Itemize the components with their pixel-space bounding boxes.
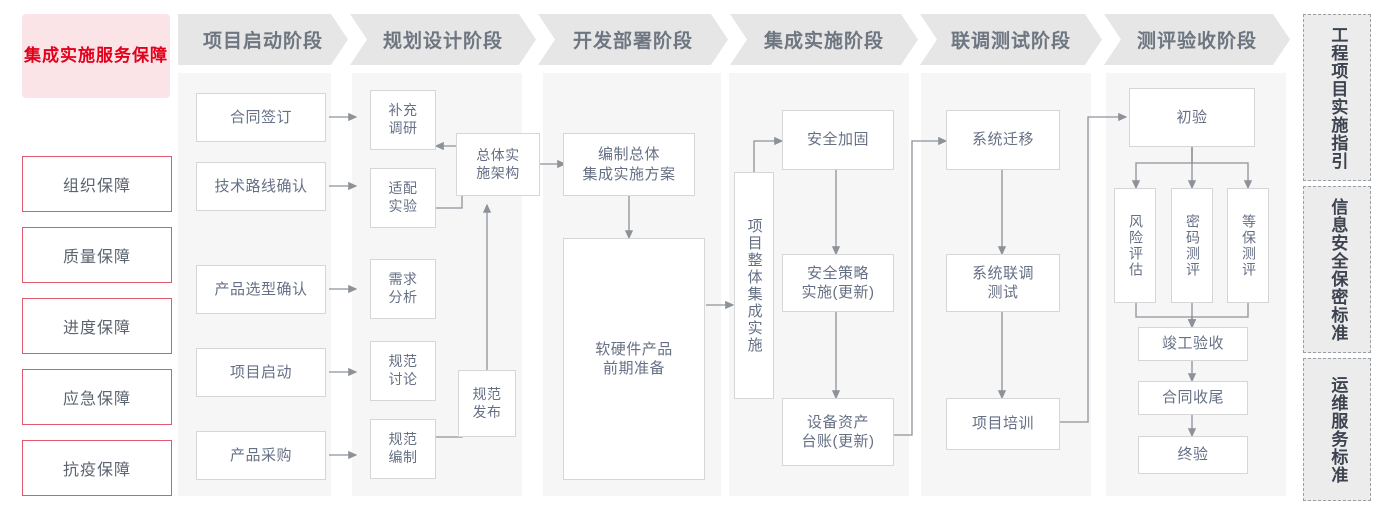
node-overall-integration-plan[interactable]: 编制总体 集成实施方案 bbox=[563, 133, 695, 196]
node-label-line-2: 台账(更新) bbox=[801, 433, 875, 450]
node-label: 等保测评 bbox=[1240, 213, 1257, 278]
node-label-line-1: 规范 bbox=[388, 353, 418, 370]
guarantee-title-line-1: 集成实施 bbox=[24, 45, 96, 65]
phase-header-4[interactable]: 集成实施阶段 bbox=[730, 14, 918, 65]
node-final-acceptance[interactable]: 终验 bbox=[1138, 436, 1248, 474]
node-label-line-1: 安全策略 bbox=[806, 264, 869, 282]
node-contract-closeout[interactable]: 合同收尾 bbox=[1138, 381, 1248, 415]
node-label-line-1: 适配 bbox=[388, 180, 418, 197]
phase-header-3[interactable]: 开发部署阶段 bbox=[538, 14, 728, 65]
standard-operations-service[interactable]: 运维服务标准 bbox=[1303, 358, 1371, 501]
node-standard-drafting[interactable]: 规范 编制 bbox=[370, 419, 436, 479]
node-label: 技术路线确认 bbox=[214, 177, 308, 195]
node-label-line-1: 规范 bbox=[388, 431, 418, 448]
node-label-line-2: 前期准备 bbox=[602, 360, 665, 377]
node-standard-discussion[interactable]: 规范 讨论 bbox=[370, 341, 436, 401]
node-label-line-2: 调研 bbox=[388, 120, 418, 136]
node-label: 产品选型确认 bbox=[214, 280, 308, 298]
node-security-policy-implementation[interactable]: 安全策略 实施(更新) bbox=[782, 254, 894, 312]
standard-label: 信息安全保密标准 bbox=[1328, 197, 1348, 342]
node-standard-release[interactable]: 规范 发布 bbox=[458, 370, 516, 437]
node-label-line-1: 系统联调 bbox=[971, 264, 1034, 282]
node-hardware-software-preparation[interactable]: 软硬件产品 前期准备 bbox=[563, 238, 705, 480]
node-label-line-1: 设备资产 bbox=[806, 413, 869, 431]
guarantee-item-label: 应急保障 bbox=[62, 391, 131, 408]
phase-header-1[interactable]: 项目启动阶段 bbox=[178, 14, 348, 65]
node-label: 项目培训 bbox=[971, 415, 1034, 433]
node-label-line-2: 编制 bbox=[388, 449, 418, 465]
guarantee-item-label: 进度保障 bbox=[62, 320, 131, 337]
node-label-line-2: 发布 bbox=[472, 403, 502, 420]
guarantee-panel-title: 集成实施 服务保障 bbox=[22, 14, 170, 98]
guarantee-item-organization[interactable]: 组织保障 bbox=[22, 156, 172, 212]
phase-header-5[interactable]: 联调测试阶段 bbox=[920, 14, 1102, 65]
node-completion-acceptance[interactable]: 竣工验收 bbox=[1138, 327, 1248, 361]
node-label-line-2: 测试 bbox=[987, 284, 1019, 301]
standard-engineering-project-guideline[interactable]: 工程项目实施指引 bbox=[1303, 14, 1371, 181]
node-label-line-1: 总体实 bbox=[476, 146, 520, 163]
node-project-kickoff[interactable]: 项目启动 bbox=[196, 348, 326, 397]
node-label-line-2: 实验 bbox=[388, 198, 418, 214]
node-supplementary-research[interactable]: 补充 调研 bbox=[370, 90, 436, 150]
node-system-joint-debug-test[interactable]: 系统联调 测试 bbox=[946, 254, 1060, 312]
guarantee-item-quality[interactable]: 质量保障 bbox=[22, 227, 172, 283]
node-label: 竣工验收 bbox=[1161, 335, 1224, 353]
node-requirement-analysis[interactable]: 需求 分析 bbox=[370, 259, 436, 319]
node-label: 项目启动 bbox=[229, 363, 292, 381]
node-label: 密码测评 bbox=[1184, 213, 1201, 278]
guarantee-item-epidemic[interactable]: 抗疫保障 bbox=[22, 440, 172, 496]
node-system-migration[interactable]: 系统迁移 bbox=[946, 110, 1060, 170]
node-cryptography-evaluation[interactable]: 密码测评 bbox=[1171, 188, 1213, 303]
node-label: 初验 bbox=[1176, 108, 1208, 126]
node-label: 合同收尾 bbox=[1161, 389, 1224, 407]
node-label-line-1: 编制总体 bbox=[597, 146, 660, 164]
phase-header-label: 规划设计阶段 bbox=[382, 31, 503, 52]
node-label: 安全加固 bbox=[806, 131, 869, 149]
standard-label: 运维服务标准 bbox=[1328, 375, 1348, 484]
guarantee-item-schedule[interactable]: 进度保障 bbox=[22, 298, 172, 354]
node-product-selection-confirm[interactable]: 产品选型确认 bbox=[196, 265, 326, 314]
phase-header-6[interactable]: 测评验收阶段 bbox=[1104, 14, 1290, 65]
phase-header-2[interactable]: 规划设计阶段 bbox=[350, 14, 536, 65]
guarantee-item-label: 质量保障 bbox=[62, 249, 131, 266]
node-project-overall-integration[interactable]: 项目整体集成实施 bbox=[734, 172, 774, 399]
node-preliminary-acceptance[interactable]: 初验 bbox=[1129, 88, 1255, 147]
node-label: 终验 bbox=[1177, 446, 1209, 464]
node-label-line-1: 规范 bbox=[472, 385, 502, 402]
phase-header-label: 测评验收阶段 bbox=[1136, 31, 1257, 52]
node-adaptation-experiment[interactable]: 适配 实验 bbox=[370, 168, 436, 228]
node-asset-ledger-update[interactable]: 设备资产 台账(更新) bbox=[782, 398, 894, 466]
node-label-line-2: 集成实施方案 bbox=[582, 165, 676, 183]
node-label-line-2: 分析 bbox=[388, 289, 418, 305]
node-label-line-1: 需求 bbox=[388, 271, 418, 288]
node-label-line-2: 实施(更新) bbox=[801, 284, 875, 301]
node-security-hardening[interactable]: 安全加固 bbox=[782, 110, 894, 170]
node-label: 系统迁移 bbox=[971, 131, 1034, 149]
standard-information-security-confidentiality[interactable]: 信息安全保密标准 bbox=[1303, 186, 1371, 353]
node-classified-protection-evaluation[interactable]: 等保测评 bbox=[1227, 188, 1269, 303]
node-label-line-1: 软硬件产品 bbox=[595, 340, 673, 358]
node-label: 合同签订 bbox=[229, 108, 292, 126]
guarantee-item-label: 组织保障 bbox=[62, 178, 131, 195]
node-label: 产品采购 bbox=[229, 446, 292, 464]
node-label: 项目整体集成实施 bbox=[745, 217, 763, 354]
node-project-training[interactable]: 项目培训 bbox=[946, 398, 1060, 450]
node-contract-signing[interactable]: 合同签订 bbox=[196, 93, 326, 142]
guarantee-item-emergency[interactable]: 应急保障 bbox=[22, 369, 172, 425]
guarantee-title-line-2: 服务保障 bbox=[96, 45, 168, 65]
node-label: 风险评估 bbox=[1127, 213, 1144, 278]
node-product-procurement[interactable]: 产品采购 bbox=[196, 431, 326, 480]
node-label-line-2: 讨论 bbox=[388, 371, 418, 387]
node-tech-route-confirm[interactable]: 技术路线确认 bbox=[196, 162, 326, 211]
guarantee-item-label: 抗疫保障 bbox=[62, 462, 131, 479]
node-overall-implementation-architecture[interactable]: 总体实 施架构 bbox=[456, 133, 540, 196]
node-risk-assessment[interactable]: 风险评估 bbox=[1114, 188, 1156, 303]
phase-header-label: 集成实施阶段 bbox=[763, 31, 884, 52]
node-label-line-2: 施架构 bbox=[476, 164, 520, 181]
phase-header-label: 联调测试阶段 bbox=[950, 31, 1071, 52]
phase-header-label: 项目启动阶段 bbox=[202, 31, 323, 52]
phase-header-label: 开发部署阶段 bbox=[572, 31, 693, 52]
node-label-line-1: 补充 bbox=[388, 102, 418, 119]
standard-label: 工程项目实施指引 bbox=[1328, 25, 1348, 170]
